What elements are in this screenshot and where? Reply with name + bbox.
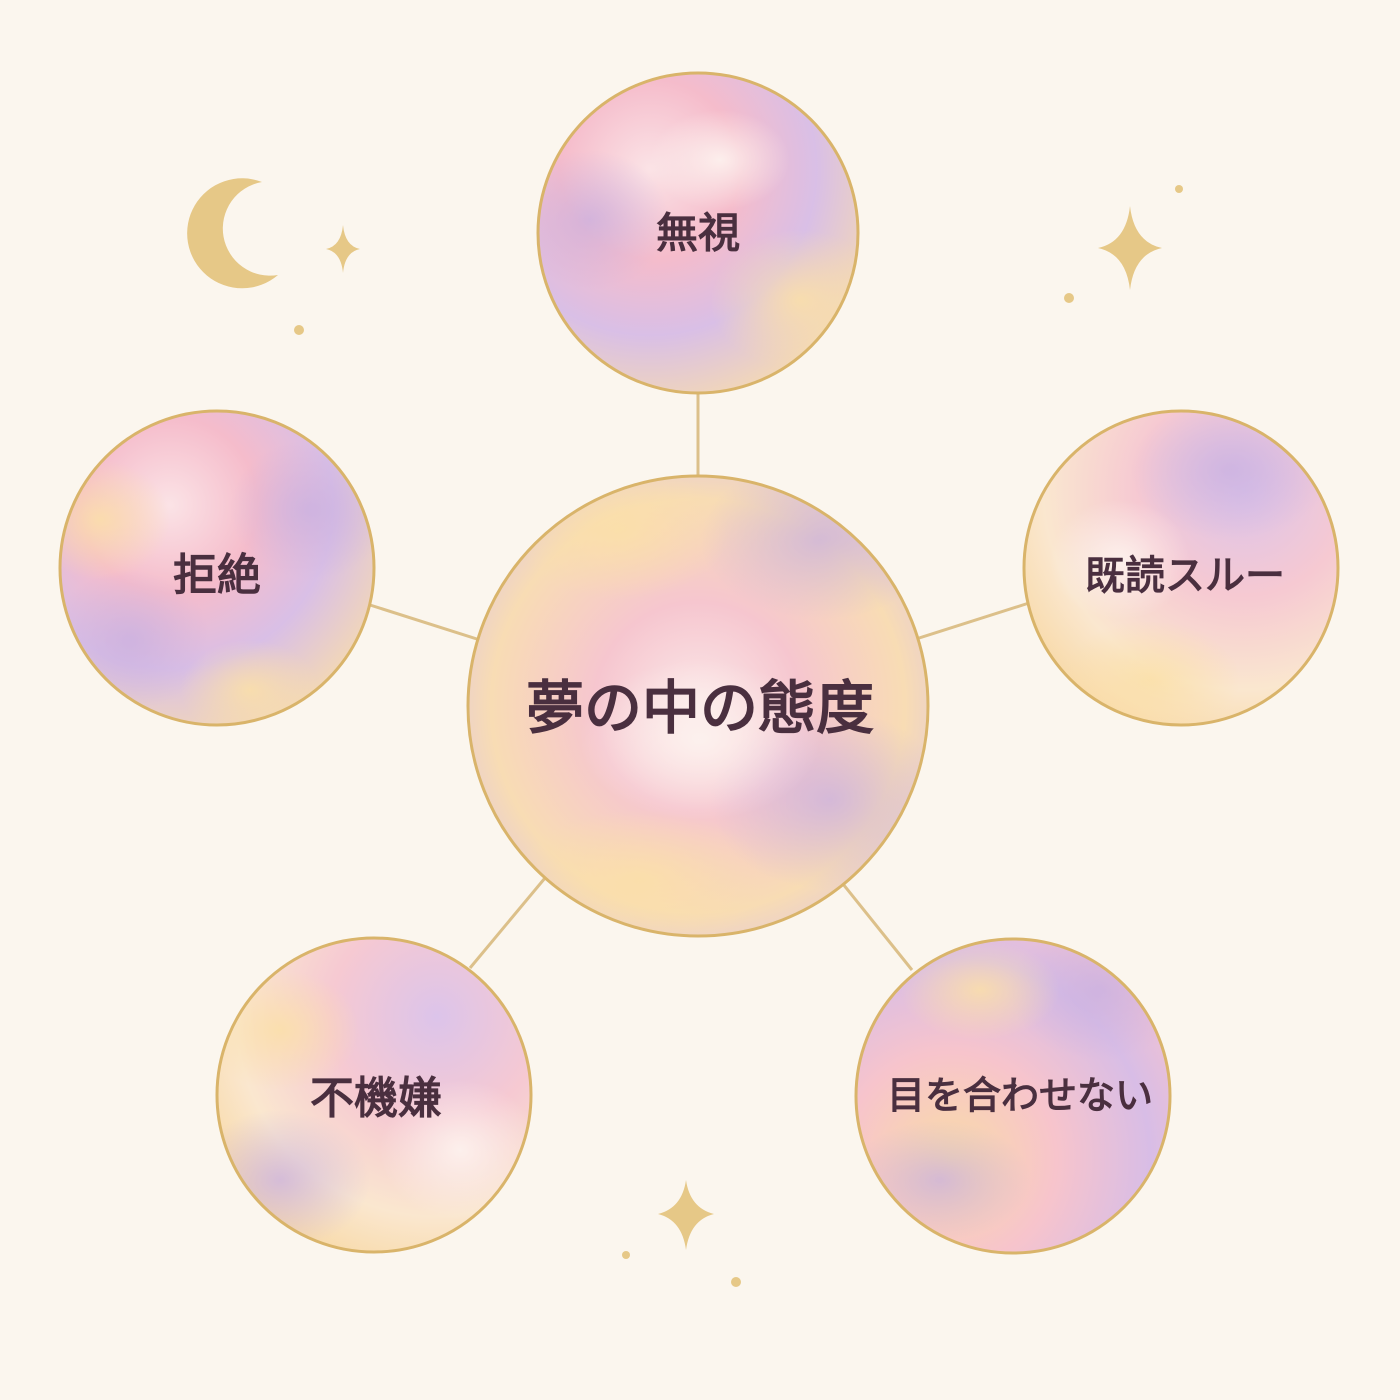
node-label-left: 拒絶 — [173, 550, 261, 601]
sparkle-icon — [658, 1180, 714, 1250]
node-bottom-right[interactable]: 目を合わせない — [850, 920, 1190, 1255]
sparkle-icon — [1098, 206, 1162, 290]
dot — [294, 325, 304, 335]
dot — [1175, 185, 1183, 193]
node-bottom-left[interactable]: 不機嫌 — [190, 936, 540, 1254]
sparkle-icon — [326, 225, 360, 273]
node-left[interactable]: 拒絶 — [30, 409, 390, 740]
node-label-right: 既読スルー — [1085, 553, 1285, 599]
center-label: 夢の中の態度 — [526, 674, 874, 742]
connector-left — [369, 603, 481, 642]
dot — [731, 1277, 741, 1287]
node-label-bottom-right: 目を合わせない — [887, 1074, 1153, 1118]
node-ring — [58, 409, 376, 727]
connector-bottom-right — [841, 883, 914, 971]
node-ring — [854, 937, 1172, 1255]
node-center[interactable]: 夢の中の態度 — [466, 460, 950, 950]
node-ring — [1022, 409, 1340, 727]
node-ring — [215, 936, 533, 1254]
node-label-top: 無視 — [656, 209, 740, 258]
moon-icon — [187, 178, 278, 289]
connector-bottom-left — [468, 877, 547, 969]
node-ring — [536, 71, 860, 395]
connector-right — [915, 601, 1030, 641]
node-ring — [466, 474, 930, 938]
node-right[interactable]: 既読スルー — [1022, 400, 1340, 740]
connectors — [369, 393, 1030, 971]
node-top[interactable]: 無視 — [510, 71, 890, 395]
dot — [622, 1251, 630, 1259]
decorations — [187, 178, 1183, 1287]
node-label-bottom-left: 不機嫌 — [310, 1073, 442, 1124]
dot — [1064, 293, 1074, 303]
